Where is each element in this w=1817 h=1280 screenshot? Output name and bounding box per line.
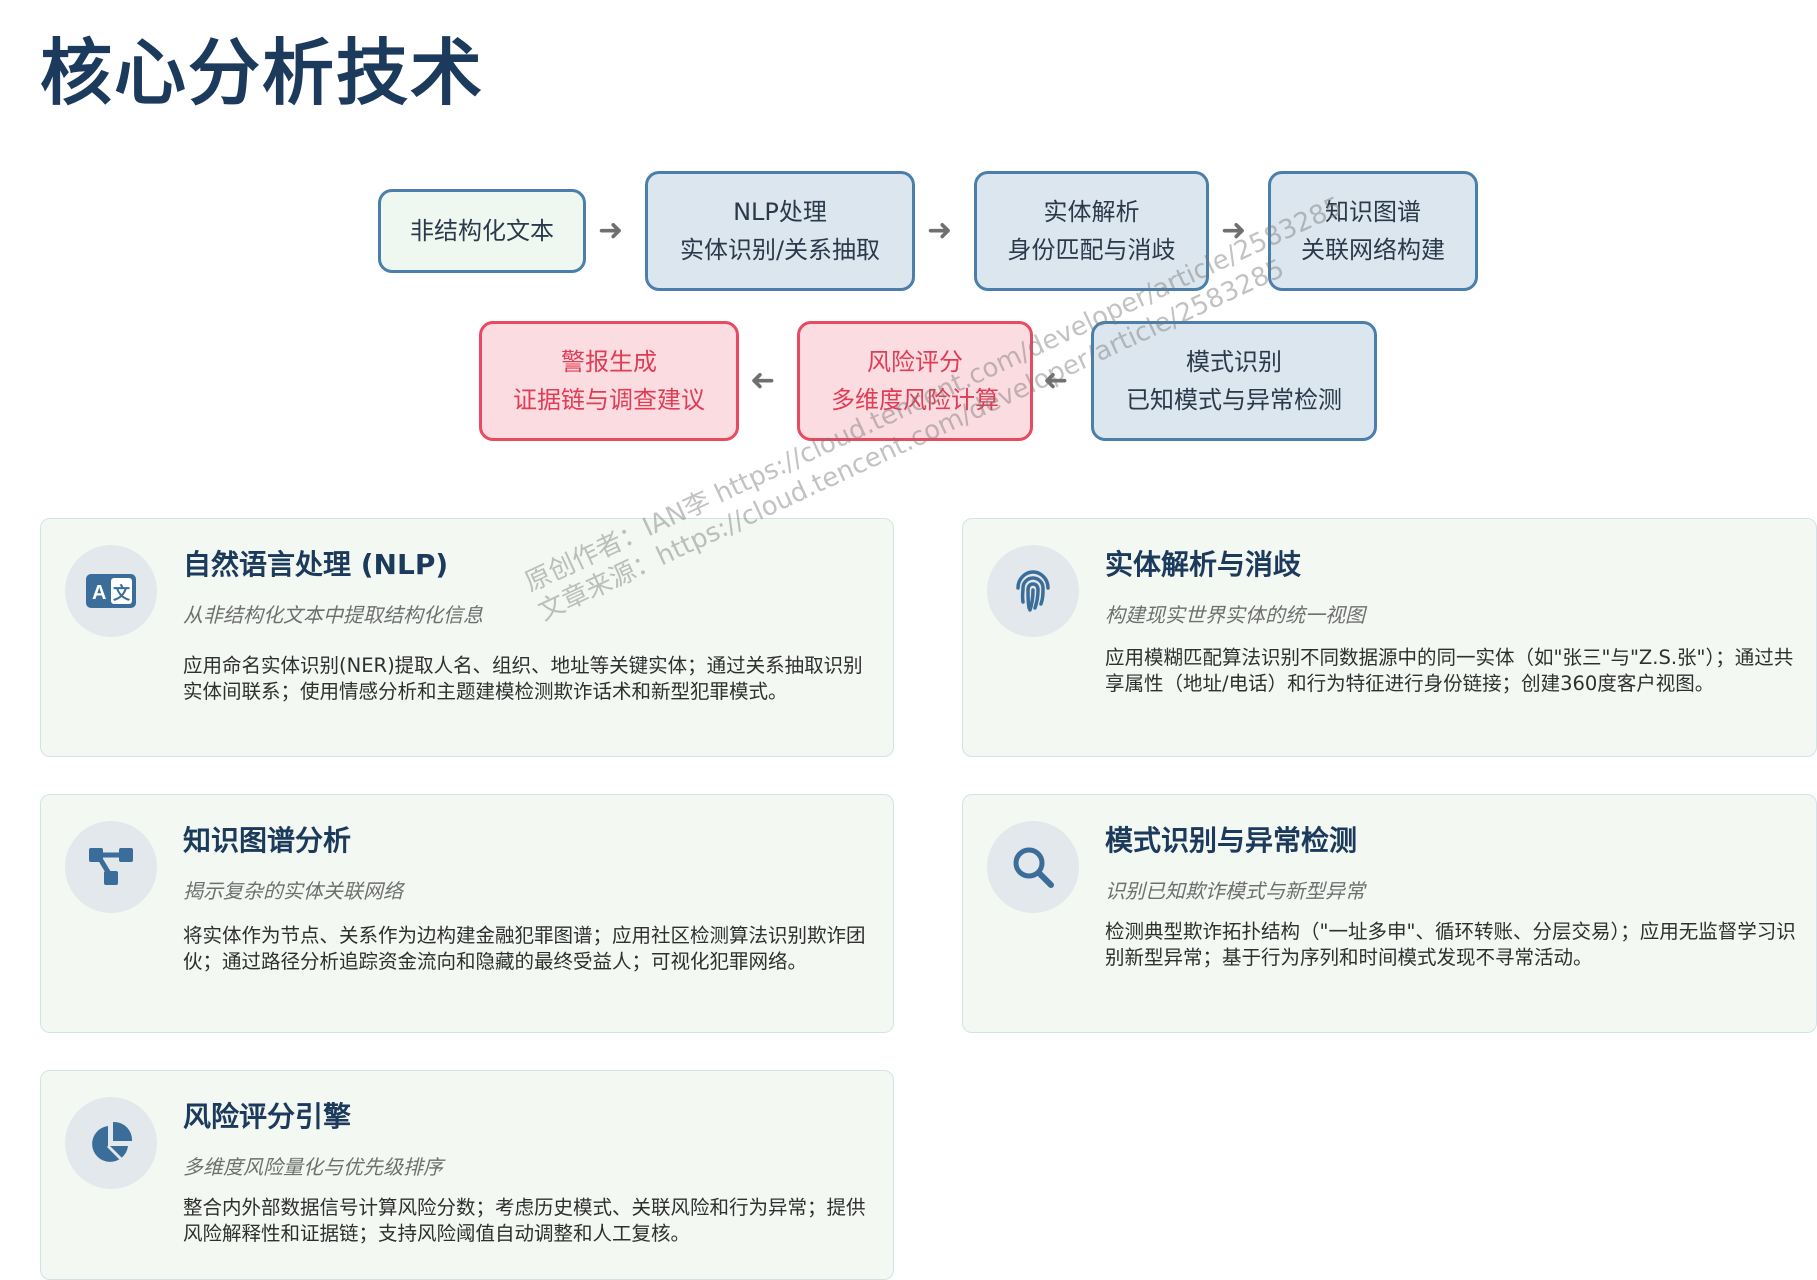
flow-node-label: 知识图谱	[1325, 198, 1421, 226]
flow-node-label: NLP处理	[733, 198, 827, 226]
page-title: 核心分析技术	[40, 31, 485, 115]
card-knowledge-graph: 知识图谱分析 揭示复杂的实体关联网络 将实体作为节点、关系作为边构建金融犯罪图谱…	[40, 794, 894, 1033]
card-nlp: A 文 自然语言处理 (NLP) 从非结构化文本中提取结构化信息 应用命名实体识…	[40, 518, 894, 757]
card-pattern-recognition: 模式识别与异常检测 识别已知欺诈模式与新型异常 检测典型欺诈拓扑结构（"一址多申…	[962, 794, 1817, 1033]
card-title: 自然语言处理 (NLP)	[183, 548, 449, 581]
arrow-right-icon: ➜	[927, 213, 953, 248]
card-description: 应用模糊匹配算法识别不同数据源中的同一实体（如"张三"与"Z.S.张"）；通过共…	[1105, 646, 1794, 695]
flow-node-sublabel: 身份匹配与消歧	[1007, 236, 1176, 264]
network-icon	[65, 821, 157, 913]
card-description: 应用命名实体识别(NER)提取人名、组织、地址等关键实体；通过关系抽取识别实体间…	[183, 654, 863, 703]
translate-icon: A 文	[65, 545, 157, 637]
arrow-right-icon: ➜	[1221, 213, 1247, 248]
flow-node-alert-generation: 警报生成 证据链与调查建议	[479, 321, 739, 441]
fingerprint-icon	[987, 545, 1079, 637]
card-description: 将实体作为节点、关系作为边构建金融犯罪图谱；应用社区检测算法识别欺诈团伙；通过路…	[183, 924, 866, 973]
card-title: 实体解析与消歧	[1105, 548, 1302, 581]
flow-node-pattern-recognition: 模式识别 已知模式与异常检测	[1091, 321, 1377, 441]
search-icon	[987, 821, 1079, 913]
card-entity-resolution: 实体解析与消歧 构建现实世界实体的统一视图 应用模糊匹配算法识别不同数据源中的同…	[962, 518, 1817, 757]
flow-node-label: 实体解析	[1043, 198, 1140, 226]
flow-node-label: 风险评分	[867, 348, 963, 376]
flow-node-entity-resolution: 实体解析 身份匹配与消歧	[974, 171, 1209, 291]
svg-text:A: A	[92, 582, 106, 604]
flow-node-sublabel: 多维度风险计算	[831, 386, 999, 414]
flow-node-unstructured-text: 非结构化文本	[378, 189, 586, 273]
card-title: 风险评分引擎	[183, 1100, 352, 1133]
flow-node-risk-scoring: 风险评分 多维度风险计算	[797, 321, 1033, 441]
flow-node-sublabel: 实体识别/关系抽取	[679, 236, 881, 264]
card-title: 知识图谱分析	[183, 824, 352, 857]
card-subtitle: 构建现实世界实体的统一视图	[1105, 603, 1365, 627]
flow-node-nlp: NLP处理 实体识别/关系抽取	[645, 171, 915, 291]
flow-node-label: 非结构化文本	[410, 217, 554, 245]
card-risk-scoring: 风险评分引擎 多维度风险量化与优先级排序 整合内外部数据信号计算风险分数；考虑历…	[40, 1070, 894, 1280]
card-subtitle: 揭示复杂的实体关联网络	[183, 879, 403, 903]
flow-node-label: 警报生成	[561, 348, 657, 376]
flow-node-knowledge-graph: 知识图谱 关联网络构建	[1268, 171, 1478, 291]
card-subtitle: 从非结构化文本中提取结构化信息	[183, 603, 483, 627]
arrow-right-icon: ➜	[598, 213, 624, 248]
card-subtitle: 多维度风险量化与优先级排序	[183, 1155, 443, 1179]
card-subtitle: 识别已知欺诈模式与新型异常	[1105, 879, 1365, 903]
flow-node-sublabel: 已知模式与异常检测	[1126, 386, 1342, 414]
card-title: 模式识别与异常检测	[1105, 824, 1358, 857]
flow-node-sublabel: 关联网络构建	[1301, 236, 1445, 264]
svg-text:文: 文	[113, 583, 131, 604]
arrow-left-icon: ➜	[1043, 363, 1069, 398]
arrow-left-icon: ➜	[750, 363, 776, 398]
card-description: 整合内外部数据信号计算风险分数；考虑历史模式、关联风险和行为异常；提供风险解释性…	[183, 1196, 866, 1245]
card-description: 检测典型欺诈拓扑结构（"一址多申"、循环转账、分层交易）；应用无监督学习识别新型…	[1105, 920, 1796, 969]
flow-node-sublabel: 证据链与调查建议	[513, 386, 705, 414]
flow-node-label: 模式识别	[1186, 348, 1282, 376]
pie-chart-icon	[65, 1097, 157, 1189]
